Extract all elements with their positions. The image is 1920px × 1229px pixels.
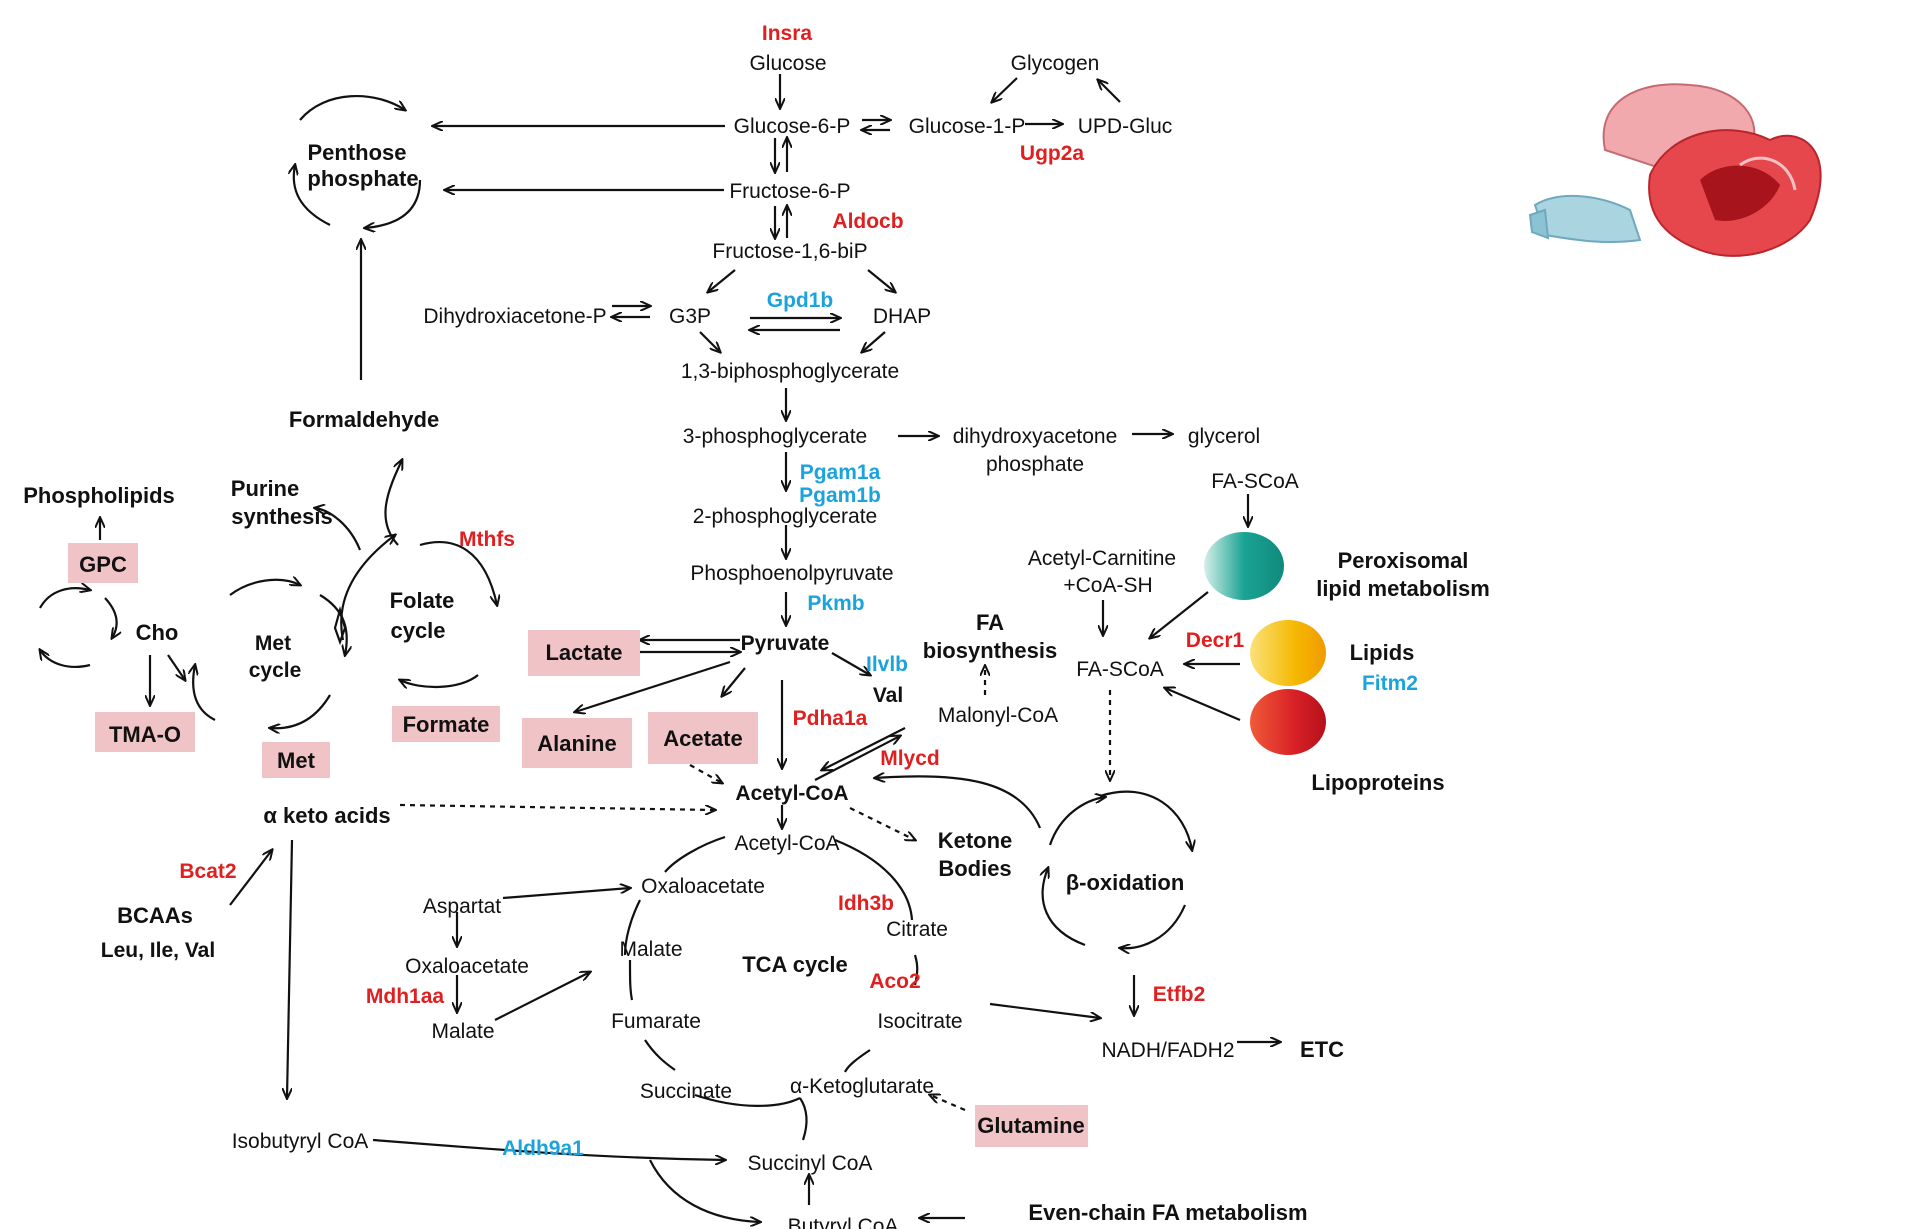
enzyme-fitm2: Fitm2: [1362, 672, 1418, 695]
formaldehyde-label: Formaldehyde: [289, 407, 439, 432]
butyryl-coa-label: Butyryl CoA: [788, 1215, 899, 1229]
gpc-label: GPC: [79, 552, 127, 577]
enzyme-ilvlb: Ilvlb: [866, 653, 908, 676]
enzyme-mdh1aa: Mdh1aa: [366, 985, 445, 1008]
malate-tca-label: Malate: [619, 938, 682, 961]
acetyl-coa-tca-label: Acetyl-CoA: [734, 832, 839, 855]
phosphoenolpyruvate-label: Phosphoenolpyruvate: [690, 562, 893, 585]
folate-cycle-label-2: cycle: [390, 618, 445, 643]
beta-oxidation-label: β-oxidation: [1066, 870, 1185, 895]
enzyme-gpd1b: Gpd1b: [767, 289, 834, 312]
tca-cycle-label: TCA cycle: [742, 952, 848, 977]
lactate-label: Lactate: [545, 640, 622, 665]
oxaloacetate-side-label: Oxaloacetate: [405, 955, 529, 978]
peroxisomal-label-2: lipid metabolism: [1316, 576, 1490, 601]
enzyme-aco2: Aco2: [869, 970, 920, 993]
enzyme-pgam1a: Pgam1a: [800, 461, 881, 484]
lipid-droplet-shape: [1250, 620, 1326, 686]
formate-label: Formate: [403, 712, 490, 737]
glycerol-label: glycerol: [1188, 425, 1260, 448]
alpha-ketoglutarate-label: α-Ketoglutarate: [790, 1075, 934, 1098]
fructose-6-p-label: Fructose-6-P: [729, 180, 850, 203]
udp-gluc-label: UPD-Gluc: [1078, 115, 1173, 138]
malate-side-label: Malate: [431, 1020, 494, 1043]
peroxisome-shape: [1204, 532, 1284, 600]
3-phosphoglycerate-label: 3-phosphoglycerate: [683, 425, 867, 448]
dihydroxiacetone-p-label: Dihydroxiacetone-P: [423, 305, 606, 328]
lipoprotein-shape: [1250, 689, 1326, 755]
dhap-label: DHAP: [873, 305, 931, 328]
enzyme-bcat2: Bcat2: [179, 860, 236, 883]
fructose-16-bip-label: Fructose-1,6-biP: [712, 240, 867, 263]
peroxisomal-label: Peroxisomal: [1338, 548, 1469, 573]
val-label: Val: [873, 684, 903, 707]
glucose-label: Glucose: [749, 52, 826, 75]
acetyl-coa-main-label: Acetyl-CoA: [735, 782, 848, 805]
fumarate-label: Fumarate: [611, 1010, 701, 1033]
enzyme-aldocb: Aldocb: [832, 210, 903, 233]
enzyme-ugp2a: Ugp2a: [1020, 142, 1085, 165]
glucose-6-p-label: Glucose-6-P: [734, 115, 851, 138]
alanine-label: Alanine: [537, 731, 616, 756]
tmao-label: TMA-O: [109, 722, 181, 747]
pyruvate-label: Pyruvate: [741, 632, 830, 655]
isocitrate-label: Isocitrate: [877, 1010, 962, 1033]
folate-cycle-label: Folate: [390, 588, 455, 613]
heart-illustration-icon: [1528, 83, 1822, 257]
biphosphoglycerate-label: 1,3-biphosphoglycerate: [681, 360, 899, 383]
enzyme-pgam1b: Pgam1b: [799, 484, 881, 507]
glycogen-label: Glycogen: [1011, 52, 1100, 75]
enzyme-pkmb: Pkmb: [807, 592, 864, 615]
purine-synthesis-label-2: synthesis: [231, 504, 333, 529]
isobutyryl-coa-label: Isobutyryl CoA: [232, 1130, 369, 1153]
ketone-bodies-label: Ketone: [938, 828, 1013, 853]
glutamine-label: Glutamine: [977, 1113, 1085, 1138]
alpha-keto-acids-label: α keto acids: [263, 803, 390, 828]
fa-scoa-label: FA-SCoA: [1076, 658, 1164, 681]
malonyl-coa-label: Malonyl-CoA: [938, 704, 1058, 727]
pathway-arrows: [40, 74, 1280, 1222]
enzyme-mlycd: Mlycd: [880, 747, 940, 770]
penthose-phosphate-label-2: phosphate: [307, 166, 418, 191]
met-label: Met: [277, 748, 316, 773]
aspartat-label: Aspartat: [423, 895, 501, 918]
acetyl-carnitine-label-2: +CoA-SH: [1063, 574, 1152, 597]
citrate-label: Citrate: [886, 918, 948, 941]
enzyme-pdha1a: Pdha1a: [793, 707, 868, 730]
met-cycle-label: Met: [255, 632, 291, 655]
fa-scoa-top-label: FA-SCoA: [1211, 470, 1299, 493]
lipoproteins-label: Lipoproteins: [1311, 770, 1444, 795]
bcaas-label: BCAAs: [117, 903, 193, 928]
bcaas-sub-label: Leu, Ile, Val: [101, 939, 215, 962]
penthose-phosphate-label: Penthose: [307, 140, 406, 165]
succinate-label: Succinate: [640, 1080, 732, 1103]
ketone-bodies-label-2: Bodies: [938, 856, 1011, 881]
enzyme-etfb2: Etfb2: [1153, 983, 1206, 1006]
met-cycle-label-2: cycle: [249, 659, 302, 682]
even-chain-fa-label: Even-chain FA metabolism: [1028, 1200, 1307, 1225]
fa-biosynthesis-label-2: biosynthesis: [923, 638, 1057, 663]
fa-biosynthesis-label: FA: [976, 610, 1004, 635]
dihydroxyacetone-phosphate-label-2: phosphate: [986, 453, 1084, 476]
succinyl-coa-label: Succinyl CoA: [748, 1152, 873, 1175]
glucose-1-p-label: Glucose-1-P: [909, 115, 1026, 138]
enzyme-aldh9a1: Aldh9a1: [502, 1137, 584, 1160]
oxaloacetate-tca-label: Oxaloacetate: [641, 875, 765, 898]
phospholipids-label: Phospholipids: [23, 483, 175, 508]
purine-synthesis-label: Purine: [231, 476, 299, 501]
g3p-label: G3P: [669, 305, 711, 328]
2-phosphoglycerate-label: 2-phosphoglycerate: [693, 505, 877, 528]
lipids-label: Lipids: [1350, 640, 1415, 665]
dihydroxyacetone-phosphate-label: dihydroxyacetone: [953, 425, 1118, 448]
acetate-label: Acetate: [663, 726, 742, 751]
acetyl-carnitine-label: Acetyl-Carnitine: [1028, 547, 1176, 570]
nadh-fadh2-label: NADH/FADH2: [1101, 1039, 1234, 1062]
enzyme-mthfs: Mthfs: [459, 528, 515, 551]
enzyme-decr1: Decr1: [1186, 629, 1245, 652]
enzyme-insra: Insra: [762, 22, 813, 45]
etc-label: ETC: [1300, 1037, 1344, 1062]
enzyme-idh3b: Idh3b: [838, 892, 894, 915]
cho-label: Cho: [136, 620, 179, 645]
